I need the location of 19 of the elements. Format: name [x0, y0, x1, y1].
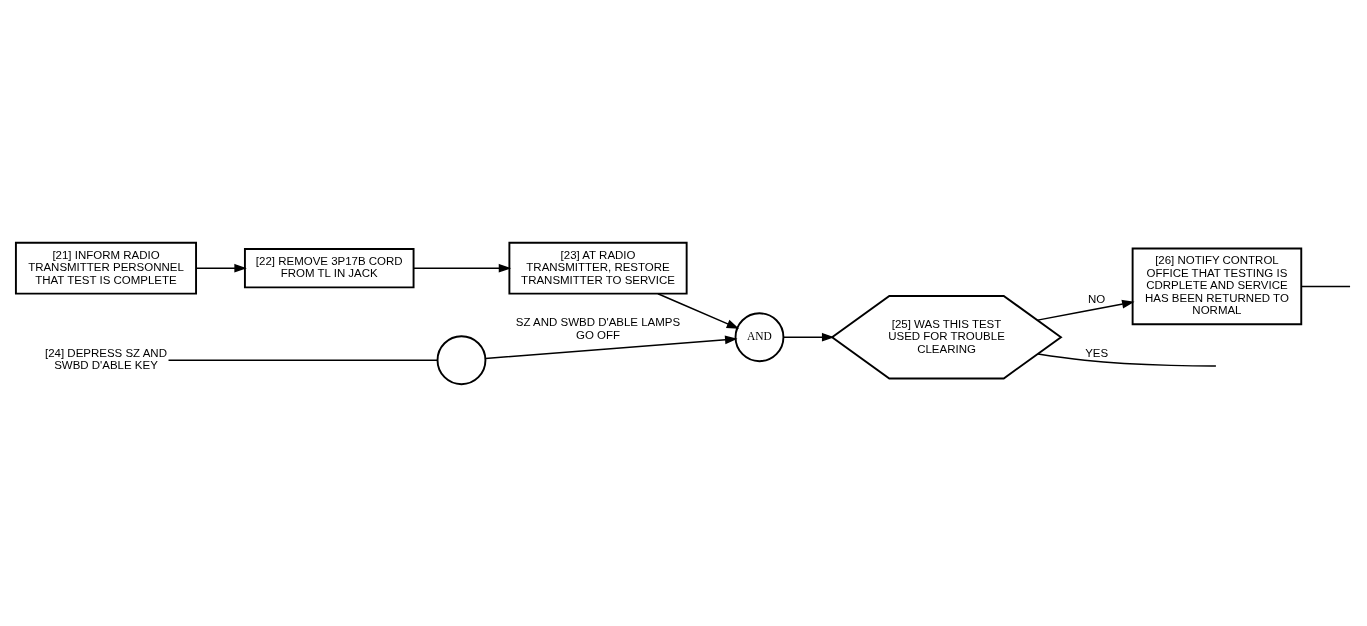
- connector: [1037, 352, 1217, 367]
- edge-label: YES: [1085, 346, 1109, 359]
- node-circle: [436, 334, 487, 385]
- edge-label: SZ AND SWBD D'ABLE LAMPS GO OFF: [515, 315, 681, 341]
- connector: [167, 359, 438, 361]
- arrow: [195, 263, 247, 273]
- edge-label: NO: [1088, 292, 1106, 305]
- node-circle: AND: [734, 311, 785, 362]
- connector: [1300, 285, 1351, 287]
- arrow: [657, 292, 740, 329]
- node-box: [21] INFORM RADIO TRANSMITTER PERSONNEL THAT TEST IS COMPLETE: [14, 241, 197, 295]
- node-box: [26] NOTIFY CONTROL OFFICE THAT TESTING IS CDRPLETE AND SERVICE HAS BEEN RETURNED TO NORMAL: [1131, 247, 1303, 325]
- node-text: [24] DEPRESS SZ AND SWBD D'ABLE KEY: [45, 346, 167, 371]
- arrow: [1036, 299, 1135, 321]
- arrow: [782, 332, 835, 342]
- node-box: [22] REMOVE 3P17B CORD FROM TL IN JACK: [243, 247, 415, 288]
- arrow: [413, 263, 512, 273]
- node-box: [23] AT RADIO TRANSMITTER, RESTORE TRANSMITTER TO SERVICE: [508, 241, 688, 295]
- arrow: [484, 334, 738, 359]
